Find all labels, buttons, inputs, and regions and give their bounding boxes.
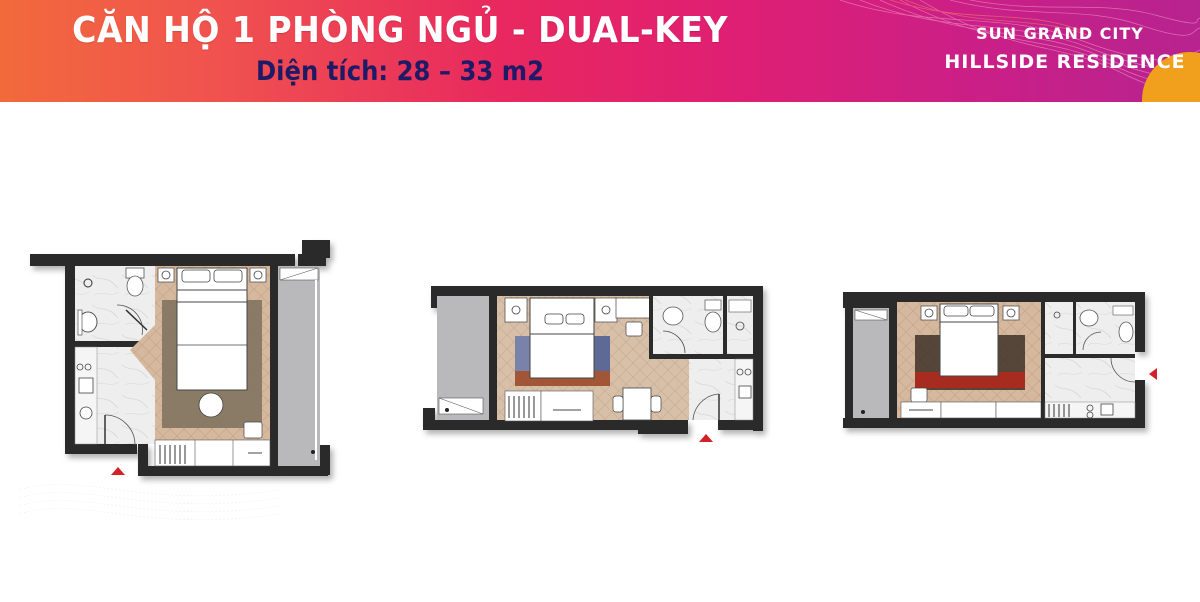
dining-table: [622, 387, 652, 421]
entrance-marker: [1149, 368, 1157, 380]
bed: [529, 297, 595, 379]
floor-plan-3[interactable]: [843, 290, 1163, 430]
balcony: [853, 308, 889, 418]
floor-plan-2[interactable]: [423, 286, 768, 446]
background-wave-decoration: [20, 483, 280, 521]
area-subtitle: Diện tích: 28 – 33 m2: [256, 56, 544, 87]
page-title: CĂN HỘ 1 PHÒNG NGỦ - DUAL-KEY: [72, 10, 728, 51]
brand-project: HILLSIDE RESIDENCE: [944, 51, 1186, 73]
entrance-marker: [111, 467, 125, 475]
floor-plan-3-drawing: [843, 292, 1157, 428]
header-banner: CĂN HỘ 1 PHÒNG NGỦ - DUAL-KEY Diện tích:…: [0, 0, 1200, 102]
wave-lines-decoration: [839, 0, 1200, 94]
brand-name: SUN GRAND CITY: [976, 24, 1144, 43]
balcony: [278, 266, 320, 466]
entry: [1045, 358, 1135, 402]
bed: [176, 267, 248, 391]
floor-plan-1-drawing: [30, 240, 330, 476]
entrance-marker: [699, 434, 713, 442]
floor-plan-2-drawing: [423, 286, 763, 442]
floor-plan-1[interactable]: [30, 240, 335, 480]
